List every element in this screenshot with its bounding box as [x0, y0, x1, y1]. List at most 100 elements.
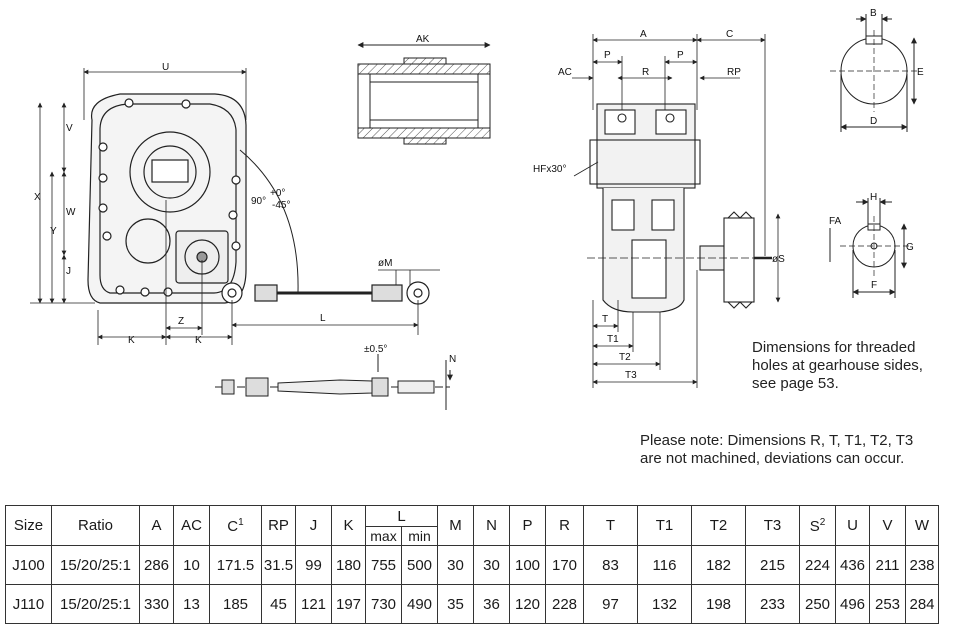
cell: 35: [437, 584, 474, 624]
dim-g: G: [906, 242, 914, 253]
dim-ak: AK: [416, 34, 430, 45]
header-t: T: [583, 505, 638, 546]
header-a: A: [139, 505, 174, 546]
dimension-table: Size Ratio A AC C1 RP J K L M N P R T T1…: [5, 505, 939, 624]
cell: 116: [637, 545, 692, 585]
dim-j: J: [66, 266, 71, 277]
header-p: P: [509, 505, 546, 546]
rod-side-view: [215, 354, 453, 410]
cell: J110: [5, 584, 52, 624]
angle-plus: +0°: [270, 188, 285, 199]
cell: 228: [545, 584, 584, 624]
header-t1: T1: [637, 505, 692, 546]
cell: 436: [835, 545, 870, 585]
cell: 180: [331, 545, 366, 585]
dim-ac: AC: [558, 67, 572, 78]
angle-90: 90°: [251, 196, 266, 207]
cell: J100: [5, 545, 52, 585]
angle-minus: -45°: [272, 200, 290, 211]
cell: 330: [139, 584, 174, 624]
dim-tol: ±0.5°: [364, 344, 387, 355]
header-t3: T3: [745, 505, 800, 546]
cell: 233: [745, 584, 800, 624]
cell: 284: [905, 584, 939, 624]
note-line: are not machined, deviations can occur.: [640, 450, 905, 467]
cell: 185: [209, 584, 262, 624]
dim-p2: P: [677, 50, 684, 61]
cell: 500: [401, 545, 438, 585]
header-rp: RP: [261, 505, 296, 546]
cell: 253: [869, 584, 906, 624]
header-l-max: max: [365, 526, 402, 546]
dim-phi-s: øS: [772, 254, 785, 265]
dim-e: E: [917, 67, 924, 78]
dim-u: U: [162, 62, 169, 73]
header-ac: AC: [173, 505, 210, 546]
shaft-key-detail: [829, 198, 912, 298]
dim-x: X: [34, 192, 41, 203]
note-threaded-holes: Dimensions for threaded holes at gearhou…: [752, 339, 957, 393]
cell: 224: [799, 545, 836, 585]
cell: 238: [905, 545, 939, 585]
hollow-shaft-section: [357, 42, 491, 145]
cell: 215: [745, 545, 800, 585]
note-line: holes at gearhouse sides,: [752, 357, 923, 374]
cell: 496: [835, 584, 870, 624]
header-ratio: Ratio: [51, 505, 140, 546]
header-size: Size: [5, 505, 52, 546]
dim-a: A: [640, 29, 647, 40]
dim-t2: T2: [619, 352, 631, 363]
header-t2: T2: [691, 505, 746, 546]
cell: 13: [173, 584, 210, 624]
header-s-text: S: [809, 517, 820, 535]
note-line: Please note: Dimensions R, T, T1, T2, T3: [640, 432, 914, 449]
cell: 30: [473, 545, 510, 585]
cell: 36: [473, 584, 510, 624]
header-k: K: [331, 505, 366, 546]
header-s-sup: 2: [819, 516, 826, 528]
header-u: U: [835, 505, 870, 546]
dim-t1: T1: [607, 334, 619, 345]
cell: 730: [365, 584, 402, 624]
header-n: N: [473, 505, 510, 546]
cell: 97: [583, 584, 638, 624]
dim-b: B: [870, 8, 877, 19]
cell: 120: [509, 584, 546, 624]
dim-h: H: [870, 192, 877, 203]
header-w: W: [905, 505, 939, 546]
dim-hf: HFx30°: [533, 164, 566, 175]
cell: 182: [691, 545, 746, 585]
dim-t: T: [602, 314, 608, 325]
header-j: J: [295, 505, 332, 546]
dim-n: N: [449, 354, 456, 365]
note-line: Dimensions for threaded: [752, 339, 916, 356]
dim-r: R: [642, 67, 649, 78]
cell: 211: [869, 545, 906, 585]
dim-y: Y: [50, 226, 57, 237]
note-line: see page 53.: [752, 375, 839, 392]
dim-phi-m: øM: [378, 258, 392, 269]
cell: 250: [799, 584, 836, 624]
dim-v: V: [66, 123, 73, 134]
technical-drawing: U V X W Y J K K Z L øM 90° +0° -45° ±0.5…: [30, 8, 924, 410]
header-s: S2: [799, 505, 836, 546]
cell: 45: [261, 584, 296, 624]
cell: 10: [173, 545, 210, 585]
cell: 30: [437, 545, 474, 585]
dim-l: L: [320, 313, 326, 324]
cell: 171.5: [209, 545, 262, 585]
dim-k1: K: [128, 335, 135, 346]
keyway-detail: [830, 14, 918, 132]
dim-d: D: [870, 116, 877, 127]
cell: 100: [509, 545, 546, 585]
header-l: L: [365, 505, 438, 527]
cell: 15/20/25:1: [51, 545, 140, 585]
header-l-min: min: [401, 526, 438, 546]
header-c: C1: [209, 505, 262, 546]
header-v: V: [869, 505, 906, 546]
table-row: J110 15/20/25:1 330 13 185 45 121 197 73…: [5, 584, 939, 624]
cell: 197: [331, 584, 366, 624]
cell: 170: [545, 545, 584, 585]
side-view: [587, 103, 772, 313]
cell: 15/20/25:1: [51, 584, 140, 624]
